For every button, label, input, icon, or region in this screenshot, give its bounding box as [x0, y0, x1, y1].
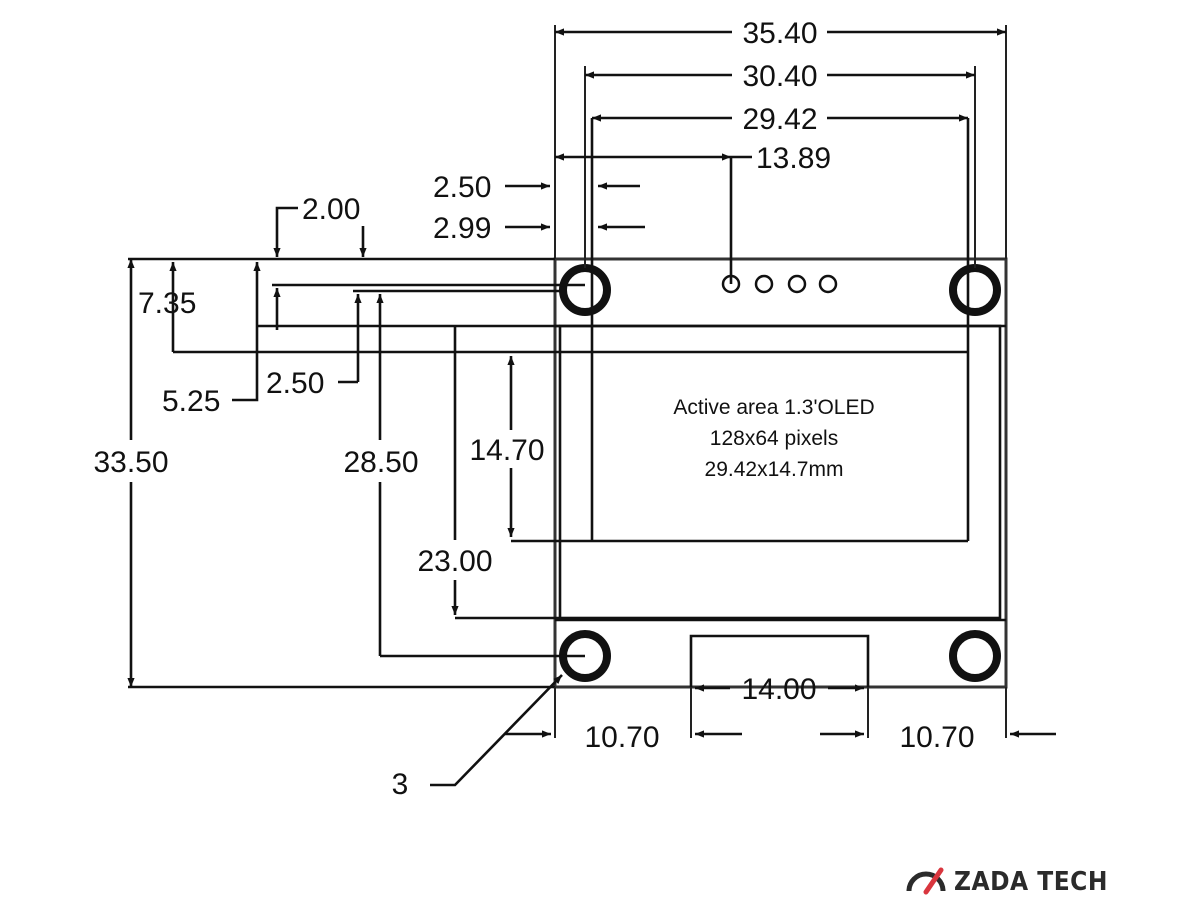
dim-top-offset-b: 2.99 — [433, 212, 491, 245]
pin-4 — [818, 274, 838, 294]
glass-outline — [558, 324, 1002, 620]
brand-logo: ZADA TECH — [906, 867, 1108, 897]
pin-2 — [754, 274, 774, 294]
active-area-line2: 128x64 pixels — [710, 427, 838, 450]
dim-pin-offset: 13.89 — [756, 142, 831, 175]
dim-glass-offset: 5.25 — [162, 385, 220, 418]
mounting-hole-top-right — [949, 264, 1001, 316]
active-area — [511, 118, 970, 543]
connector-recess — [689, 634, 870, 687]
dim-edge-left: 10.70 — [584, 721, 659, 754]
dim-edge-right: 10.70 — [899, 721, 974, 754]
pin-3 — [787, 274, 807, 294]
active-area-line3: 29.42x14.7mm — [705, 458, 844, 481]
dim-top-offset-a: 2.50 — [433, 171, 491, 204]
header-pins — [721, 274, 838, 294]
dim-left-offset: 2.00 — [302, 193, 360, 226]
active-area-note: Active area 1.3'OLED 128x64 pixels 29.42… — [673, 396, 874, 481]
dim-hole-offset-v: 7.35 — [138, 287, 196, 320]
dim-overall-width: 35.40 — [742, 17, 817, 50]
dim-hole-diameter: 3 — [392, 768, 409, 801]
mounting-hole-top-left — [559, 264, 611, 316]
dim-active-height: 14.70 — [469, 434, 544, 467]
bottom-dimensions — [430, 674, 1056, 787]
mounting-holes — [559, 264, 1001, 682]
dim-hole-spacing: 30.40 — [742, 60, 817, 93]
dim-hole-spacing-v: 28.50 — [343, 446, 418, 479]
top-dimensions — [505, 25, 1007, 284]
brand-name: ZADA TECH — [954, 867, 1108, 897]
dim-header-width: 14.00 — [741, 673, 816, 706]
active-area-line1: Active area 1.3'OLED — [673, 396, 874, 419]
gauge-icon — [906, 867, 946, 895]
dim-glass-height: 23.00 — [417, 545, 492, 578]
dim-overall-height: 33.50 — [93, 446, 168, 479]
dim-active-top-offset: 2.50 — [266, 367, 324, 400]
dimension-labels: 35.40 30.40 29.42 13.89 2.50 2.99 2.00 7… — [93, 17, 974, 801]
mounting-hole-bottom-right — [949, 630, 1001, 682]
dim-active-width: 29.42 — [742, 103, 817, 136]
left-dimensions — [127, 206, 592, 689]
